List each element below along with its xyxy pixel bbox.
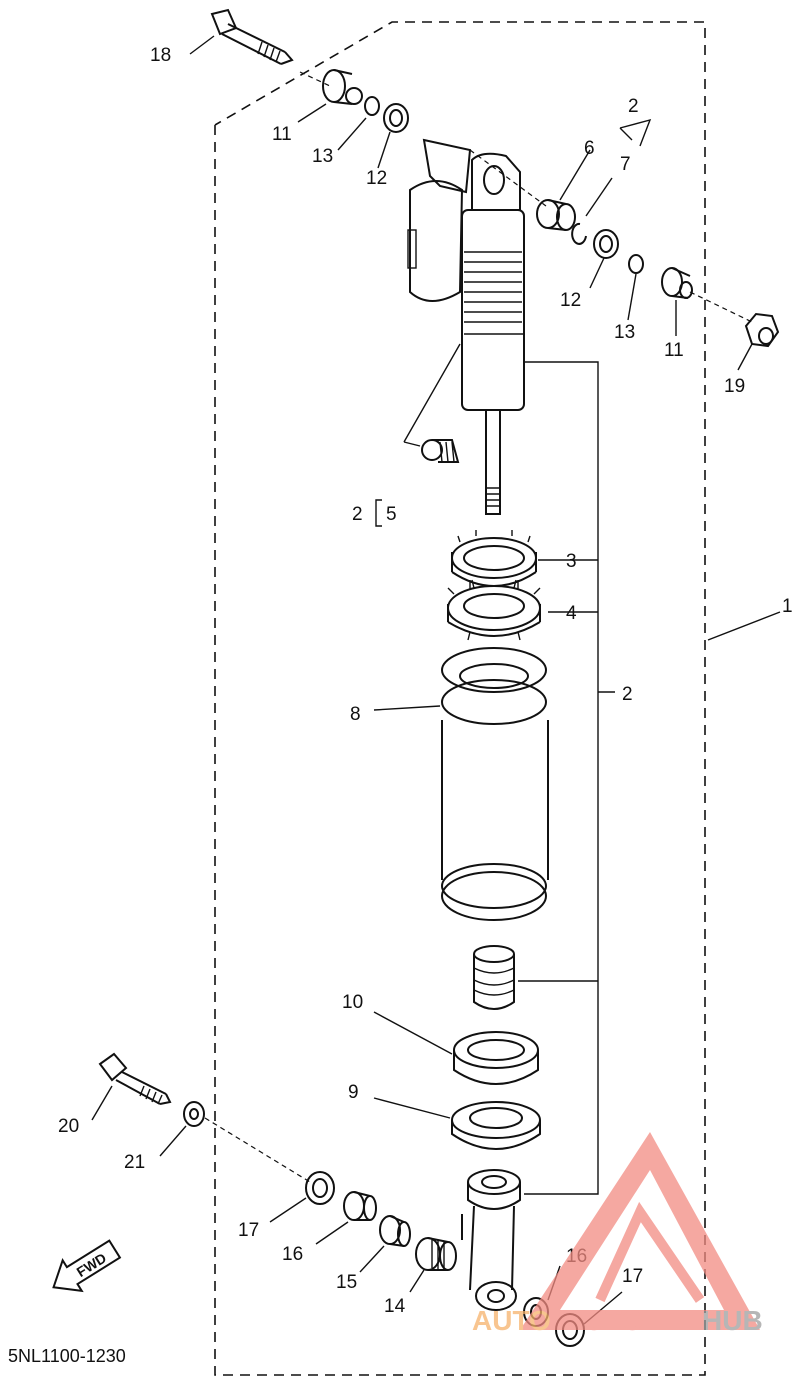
bushing-12-upper bbox=[383, 103, 409, 133]
bump-stop bbox=[473, 945, 515, 1010]
bolt-20 bbox=[98, 1052, 172, 1105]
label-3: 3 bbox=[566, 551, 577, 572]
shock-absorber bbox=[407, 138, 525, 515]
leader-5 bbox=[403, 343, 461, 447]
label-8: 8 bbox=[350, 704, 361, 725]
label-16-left: 16 bbox=[282, 1244, 303, 1265]
spring-seat-10 bbox=[453, 1031, 539, 1085]
bracket-2 bbox=[518, 361, 615, 1195]
leader-lines bbox=[91, 35, 753, 1325]
label-7: 7 bbox=[620, 154, 631, 175]
label-12-right: 12 bbox=[560, 290, 581, 311]
label-13-right: 13 bbox=[614, 322, 635, 343]
label-1: 1 bbox=[782, 596, 793, 617]
label-15: 15 bbox=[336, 1272, 357, 1293]
label-17-left: 17 bbox=[238, 1220, 259, 1241]
watermark-text-3: HUB bbox=[702, 1305, 763, 1336]
collar-6 bbox=[536, 199, 576, 231]
label-12-upper: 12 bbox=[366, 168, 387, 189]
washer-21 bbox=[183, 1101, 205, 1127]
o-ring-13-upper bbox=[364, 96, 380, 116]
label-19: 19 bbox=[724, 376, 745, 397]
nut-19 bbox=[744, 312, 780, 348]
label-11-upper: 11 bbox=[272, 124, 292, 145]
watermark-text-1: AUTO bbox=[472, 1305, 551, 1336]
label-2-right: 2 bbox=[622, 684, 633, 705]
circlip-7 bbox=[571, 222, 587, 245]
oil-seal-17-left bbox=[305, 1171, 335, 1205]
adjuster-5 bbox=[421, 439, 460, 463]
leader-1 bbox=[707, 611, 781, 641]
center-dashed-axis-bottom bbox=[204, 1117, 311, 1183]
spring-seat-9 bbox=[451, 1101, 541, 1150]
label-10: 10 bbox=[342, 992, 363, 1013]
label-6: 6 bbox=[584, 138, 595, 159]
label-17-right: 17 bbox=[622, 1266, 643, 1287]
fwd-arrow: FWD bbox=[52, 1239, 122, 1293]
catalog-code: 5NL1100-1230 bbox=[8, 1346, 126, 1366]
collar-11-right bbox=[661, 267, 693, 299]
center-dashed-axis-right bbox=[689, 291, 753, 323]
ring-nut-4 bbox=[447, 579, 541, 641]
bearing-14 bbox=[415, 1237, 457, 1271]
watermark-text-2: MOTO bbox=[560, 1305, 643, 1336]
collar-11-upper bbox=[322, 69, 363, 105]
center-dashed-axis-top bbox=[299, 71, 331, 87]
label-4: 4 bbox=[566, 603, 577, 624]
lower-clevis bbox=[461, 1169, 521, 1311]
center-axis-eye bbox=[469, 149, 547, 207]
label-9: 9 bbox=[348, 1082, 359, 1103]
collar-16-left bbox=[343, 1191, 377, 1221]
bolt-18 bbox=[210, 8, 294, 65]
assembly-boundary bbox=[214, 21, 706, 1376]
collar-15 bbox=[379, 1215, 411, 1247]
label-5: 5 bbox=[386, 504, 397, 525]
label-21: 21 bbox=[124, 1152, 145, 1173]
label-20: 20 bbox=[58, 1116, 79, 1137]
label-14: 14 bbox=[384, 1296, 406, 1317]
label-18: 18 bbox=[150, 45, 171, 66]
ring-nut-3 bbox=[451, 530, 537, 590]
label-13-upper: 13 bbox=[312, 146, 333, 167]
bushing-12-right bbox=[593, 229, 619, 259]
watermark-logo: AUTO MOTO HUB bbox=[472, 1132, 763, 1336]
spring-8 bbox=[441, 647, 549, 921]
label-2-adjuster: 2 bbox=[352, 504, 363, 525]
label-11-right: 11 bbox=[664, 340, 684, 361]
label-2-top: 2 bbox=[628, 96, 639, 117]
bracket-2-5 bbox=[375, 499, 382, 527]
o-ring-13-right bbox=[628, 254, 644, 274]
